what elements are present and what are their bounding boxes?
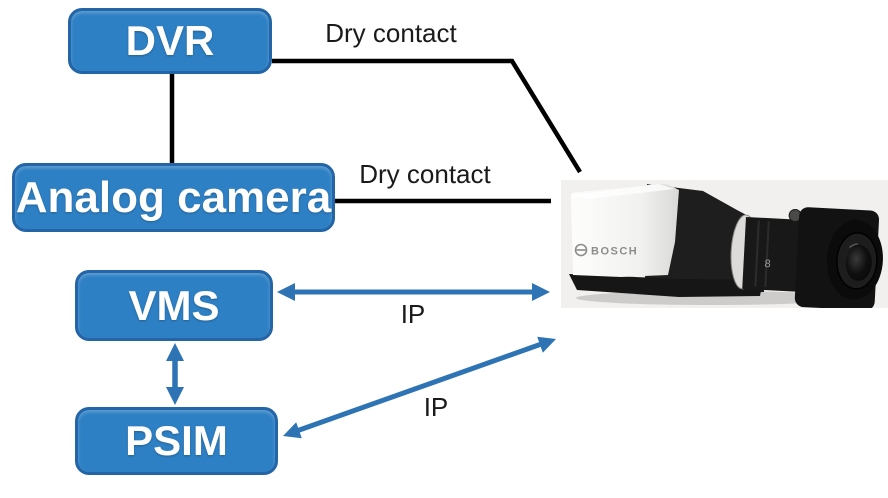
camera-bottom (569, 274, 763, 297)
camera-lens: 8 (730, 207, 883, 308)
node-dvr: DVR (68, 8, 272, 74)
edge-label-ip-psim: IP (423, 392, 449, 422)
lens-marking-text: 8 (764, 258, 771, 270)
edge-label-ip-vms: IP (400, 299, 426, 329)
edge-vms-to-psim (166, 343, 184, 405)
camera-white-body (570, 183, 679, 277)
edge-label-dry-contact-analog: Dry contact (359, 159, 491, 189)
node-vms: VMS (75, 270, 273, 341)
edge-vms-to-ip-camera (277, 283, 550, 301)
bosch-brand-text: BOSCH (591, 246, 638, 258)
ip-camera-photo: BOSCH 8 (561, 180, 888, 308)
bosch-logo: BOSCH (574, 243, 638, 258)
edge-dvr-to-ip-camera (272, 58, 582, 174)
edge-psim-to-ip-camera (283, 336, 556, 439)
node-psim: PSIM (75, 407, 278, 475)
edge-label-dry-contact-dvr: Dry contact (325, 18, 457, 48)
node-analog-camera: Analog camera (12, 163, 335, 232)
